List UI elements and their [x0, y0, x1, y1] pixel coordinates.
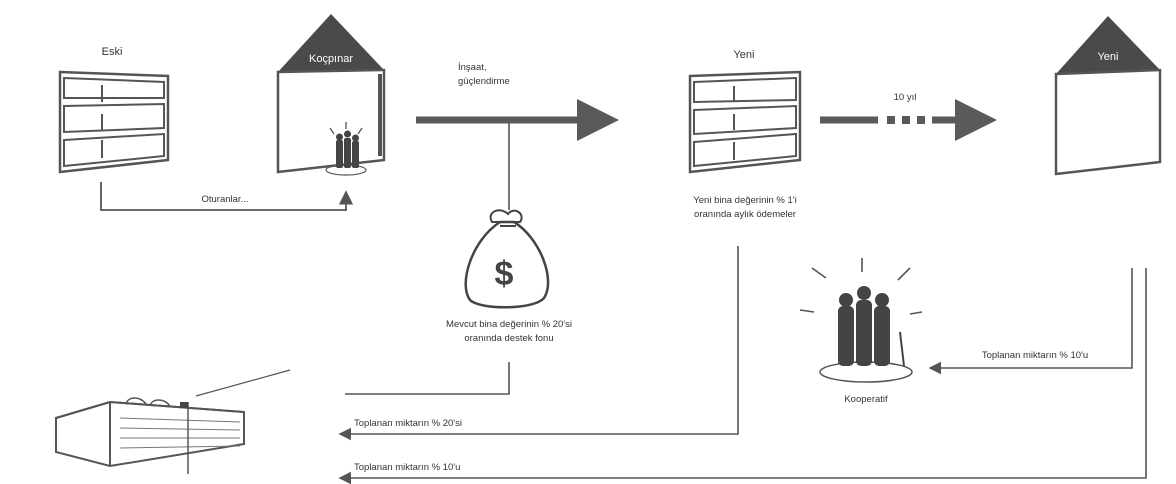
tenants-label: Oturanlar...	[202, 194, 249, 205]
new-building-label: Yeni	[733, 49, 754, 61]
old-label: Eski	[102, 46, 123, 58]
currency-symbol: $	[495, 255, 514, 293]
monthly-to-hq-connector	[338, 246, 739, 441]
old-building-icon	[58, 70, 170, 174]
fund-label-line1: Mevcut bina değerinin % 20'si	[446, 319, 572, 330]
tenants-return-connector	[100, 182, 354, 211]
headquarters-building-icon	[55, 369, 291, 474]
construction-label-line2: güçlendirme	[458, 76, 510, 87]
new-house-icon	[1054, 16, 1162, 176]
collected-10-right-label: Toplanan miktarın % 10'u	[982, 350, 1088, 361]
money-bag-icon: $	[464, 209, 550, 309]
ten-years-label: 10 yıl	[894, 92, 917, 103]
monthly-payments-line1: Yeni bina değerinin % 1'i	[693, 195, 796, 206]
ten-years-arrow	[820, 99, 997, 141]
collected-20-label: Toplanan miktarın % 20'si	[354, 418, 462, 429]
fund-label-line2: oranında destek fonu	[464, 333, 553, 344]
fund-to-hq-connector	[345, 362, 510, 395]
new-house-label: Yeni	[1097, 51, 1118, 63]
construction-label-line1: İnşaat,	[458, 62, 487, 73]
kocpinar-label: Koçpınar	[309, 53, 353, 65]
right-to-cooperative-connector	[928, 268, 1133, 375]
kocpinar-house-icon	[276, 14, 386, 174]
new-building-icon	[688, 70, 802, 174]
long-return-connector	[338, 268, 1147, 484]
residents-group-icon	[325, 122, 367, 176]
collected-10-bottom-label: Toplanan miktarın % 10'u	[354, 462, 460, 473]
cooperative-label: Kooperatif	[844, 394, 888, 405]
monthly-payments-line2: oranında aylık ödemeler	[694, 209, 796, 220]
cooperative-members-icon	[799, 258, 923, 383]
